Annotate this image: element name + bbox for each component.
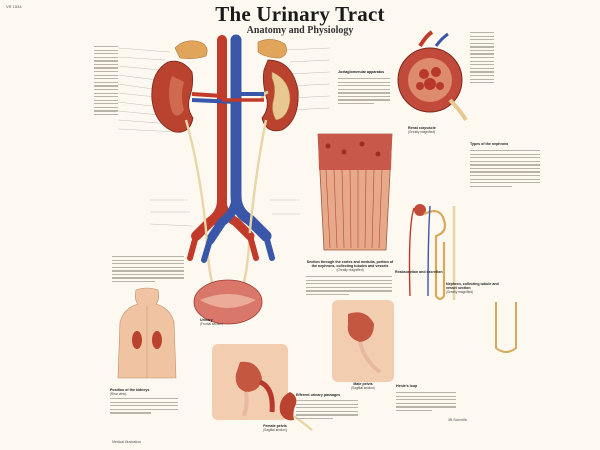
caption-male-pelvis: Male pelvis(Sagittal section) xyxy=(338,382,388,390)
caption-reabsorption-title: Reabsorption and excretion xyxy=(395,270,443,274)
caption-section-cortex: Section through the cortex and medulla, … xyxy=(304,260,396,272)
labels-left-kidney xyxy=(94,46,118,118)
caption-female-pelvis-sub: (Sagittal section) xyxy=(263,428,287,432)
caption-types-nephrons: Types of the nephrons xyxy=(470,142,540,146)
caption-juxtaglomerular: Juxtaglomerular apparatus xyxy=(338,70,390,74)
page-subtitle: Anatomy and Physiology xyxy=(246,25,354,36)
torso-rear-illustration xyxy=(117,287,177,379)
caption-position-kidneys: Position of the kidneys(Rear view) xyxy=(110,388,170,396)
caption-bladder: Urinary(Frontal section) xyxy=(200,318,260,326)
text-block-efferent xyxy=(296,400,358,421)
male-pelvis-illustration xyxy=(332,300,394,382)
henle-loop-illustration xyxy=(495,302,517,353)
caption-bladder-sub: (Frontal section) xyxy=(200,322,224,326)
text-block-position xyxy=(110,398,178,416)
caption-position-kidneys-title: Position of the kidneys xyxy=(110,388,150,392)
caption-juxtaglomerular-title: Juxtaglomerular apparatus xyxy=(338,70,385,74)
caption-male-pelvis-sub: (Sagittal section) xyxy=(351,386,375,390)
text-block-urine xyxy=(112,256,184,285)
caption-female-pelvis: Female pelvis(Sagittal section) xyxy=(250,424,300,432)
caption-efferent-title: Efferent urinary passages xyxy=(296,393,341,397)
caption-efferent: Efferent urinary passages xyxy=(296,393,356,397)
efferent-passages-illustration xyxy=(279,392,313,431)
bladder-section-illustration xyxy=(188,254,268,314)
renal-corpuscle-illustration xyxy=(397,30,468,122)
cortex-section-illustration xyxy=(317,133,393,251)
caption-renal-corpuscle-title: Renal corpuscle xyxy=(408,126,436,130)
female-pelvis-illustration xyxy=(212,344,288,420)
caption-female-pelvis-title: Female pelvis xyxy=(263,424,287,428)
caption-male-pelvis-title: Male pelvis xyxy=(353,382,373,386)
text-block-nephron-types xyxy=(470,150,540,189)
publisher-logo: 3B Scientific xyxy=(448,418,467,422)
caption-position-kidneys-sub: (Rear view) xyxy=(110,392,127,396)
caption-henle-title: Henle's loop xyxy=(396,384,418,388)
text-block-henle xyxy=(396,392,456,413)
poster-code: VR 1534 xyxy=(6,4,22,9)
publisher-name: 3B Scientific xyxy=(448,418,468,422)
caption-nephron-title: Nephron, collecting tubule and vessel se… xyxy=(446,282,499,290)
text-block-reabsorption xyxy=(306,276,392,297)
caption-section-cortex-sub: (Greatly magnified) xyxy=(336,268,364,272)
labels-right-corpuscle xyxy=(470,32,494,86)
page-title: The Urinary Tract xyxy=(215,2,385,26)
caption-renal-corpuscle-sub: (Greatly magnified) xyxy=(408,130,436,134)
caption-types-nephrons-title: Types of the nephrons xyxy=(470,142,509,146)
footer-note: Medical Illustration xyxy=(112,440,141,444)
caption-nephron: Nephron, collecting tubule and vessel se… xyxy=(446,282,506,294)
text-block-juxtaglomerular xyxy=(338,78,390,107)
caption-reabsorption: Reabsorption and excretion xyxy=(395,270,465,274)
caption-section-cortex-title: Section through the cortex and medulla, … xyxy=(306,260,394,268)
nephron-illustration xyxy=(408,204,456,301)
caption-renal-corpuscle: Renal corpuscle(Greatly magnified) xyxy=(408,126,468,134)
caption-nephron-sub: (Greatly magnified) xyxy=(446,290,474,294)
caption-henle: Henle's loop xyxy=(396,384,446,388)
footer-note-text: Medical Illustration xyxy=(112,440,141,444)
caption-bladder-title: Urinary xyxy=(200,318,213,322)
